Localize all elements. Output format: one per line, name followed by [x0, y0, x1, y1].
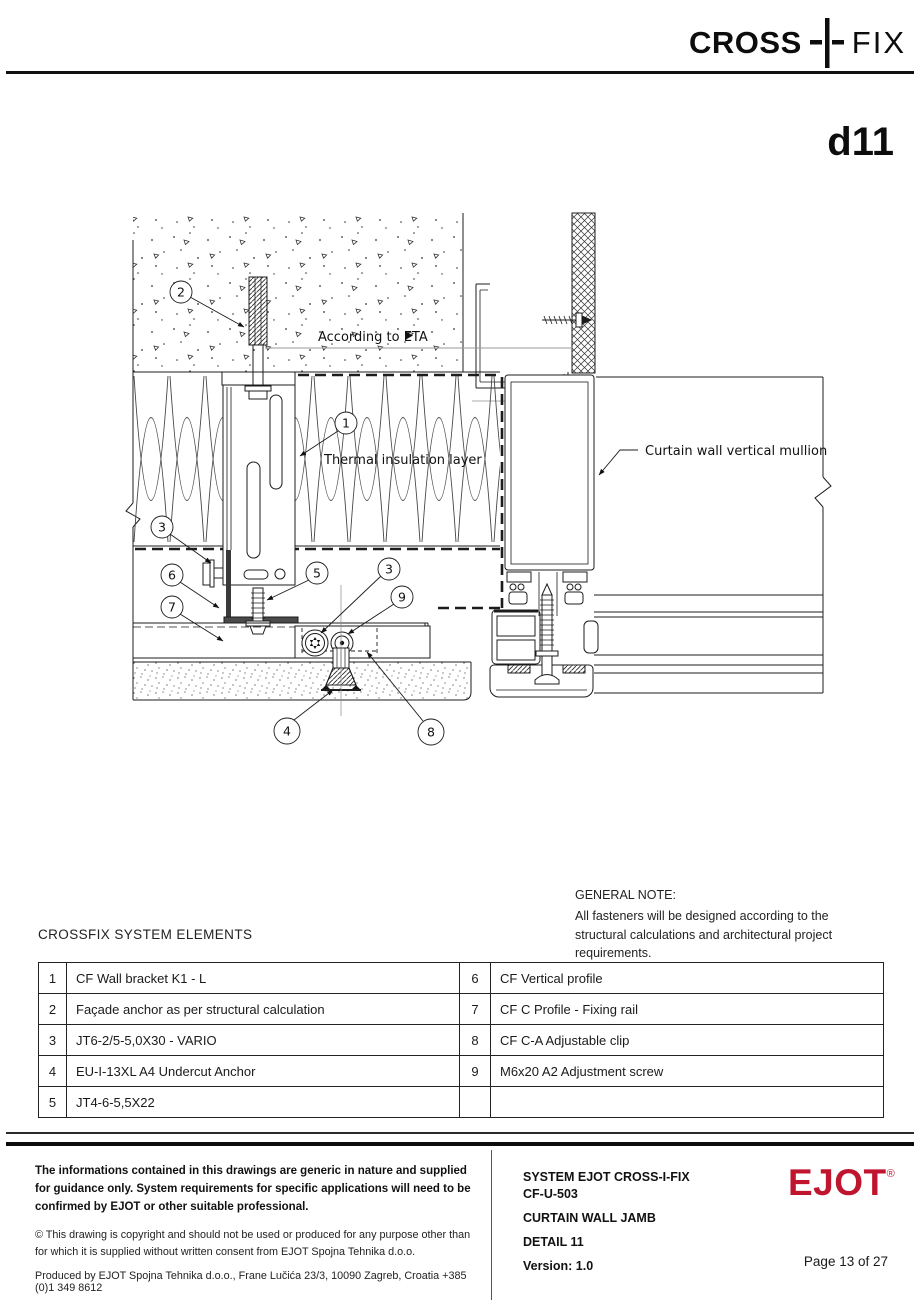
footer-thin-rule [6, 1132, 914, 1134]
system-name: SYSTEM EJOT CROSS-I-FIX [523, 1170, 690, 1184]
item-number: 8 [459, 1024, 491, 1056]
logo-cross-text: CROSS [689, 25, 802, 60]
copyright-text: © This drawing is copyright and should n… [35, 1229, 471, 1258]
callout-3a: 3 [158, 520, 166, 535]
mullion-screw [534, 572, 560, 685]
detail-code: d11 [827, 120, 894, 164]
table-row: 3 JT6-2/5-5,0X30 - VARIO 8 CF C-A Adjust… [38, 1024, 884, 1056]
table-row: 2 Façade anchor as per structural calcul… [38, 993, 884, 1025]
callout-6: 6 [168, 568, 176, 583]
callout-7: 7 [168, 600, 176, 615]
wall-bracket [221, 371, 299, 624]
table-row: 1 CF Wall bracket K1 - L 6 CF Vertical p… [38, 962, 884, 994]
stone-panel [132, 658, 472, 701]
callout-9: 9 [398, 590, 406, 605]
callout-2: 2 [177, 285, 185, 300]
callout-8: 8 [427, 725, 435, 740]
ejot-logo-text: EJOT [788, 1162, 887, 1203]
item-desc: JT4-6-5,5X22 [66, 1086, 460, 1118]
detail-name: DETAIL 11 [523, 1235, 584, 1249]
torx-screw-head [301, 629, 329, 657]
item-number: 5 [38, 1086, 67, 1118]
system-elements-table: 1 CF Wall bracket K1 - L 6 CF Vertical p… [38, 962, 884, 1118]
item-desc: JT6-2/5-5,0X30 - VARIO [66, 1024, 460, 1056]
seal-strip [571, 212, 596, 374]
mullion-gaskets [506, 571, 588, 605]
elements-table-title: CROSSFIX SYSTEM ELEMENTS [38, 927, 253, 942]
c-channel-profile [475, 283, 569, 389]
glass-spacer [583, 620, 599, 654]
adjustable-clip [294, 625, 431, 659]
general-note-body: All fasteners will be designed according… [575, 908, 833, 961]
item-desc: Façade anchor as per structural calculat… [66, 993, 460, 1025]
table-row: 5 JT4-6-5,5X22 [38, 1086, 884, 1118]
callout-4: 4 [283, 724, 291, 739]
project-name: CURTAIN WALL JAMB [523, 1211, 656, 1225]
hex-bolt [202, 559, 224, 588]
footer-divider [491, 1150, 492, 1300]
right-break-line [814, 377, 832, 693]
item-desc: CF Wall bracket K1 - L [66, 962, 460, 994]
item-desc: CF C Profile - Fixing rail [490, 993, 884, 1025]
item-desc: EU-I-13XL A4 Undercut Anchor [66, 1055, 460, 1087]
mullion-profile [489, 374, 595, 698]
membrane [135, 373, 504, 610]
item-desc [490, 1086, 884, 1118]
item-number: 3 [38, 1024, 67, 1056]
item-number: 6 [459, 962, 491, 994]
version-text: Version: 1.0 [523, 1259, 594, 1273]
glazing-lines [583, 376, 823, 694]
cross-fix-separator-icon [809, 18, 844, 68]
table-row: 4 EU-I-13XL A4 Undercut Anchor 9 M6x20 A… [38, 1055, 884, 1087]
registered-mark: ® [886, 1168, 896, 1180]
system-code: CF-U-503 [523, 1187, 578, 1201]
label-curtain-wall-mullion: Curtain wall vertical mullion [645, 444, 827, 459]
item-desc: CF Vertical profile [490, 962, 884, 994]
eta-arrow [405, 331, 413, 340]
item-desc: M6x20 A2 Adjustment screw [490, 1055, 884, 1087]
horizontal-screw [542, 312, 593, 328]
vertical-profile [226, 550, 231, 617]
item-number: 9 [459, 1055, 491, 1087]
footer-title-block: SYSTEM EJOT CROSS-I-FIX CF-U-503 CURTAIN… [523, 1170, 773, 1276]
header-rule [6, 71, 914, 74]
item-number [459, 1086, 491, 1118]
footer-thick-rule [6, 1142, 914, 1146]
callout-3b: 3 [385, 562, 393, 577]
mullion-leader [598, 449, 638, 476]
logo-fix-text: FIX [851, 25, 906, 60]
label-according-to-eta: According to ETA [318, 330, 428, 345]
facade-anchor [244, 276, 272, 400]
general-note-title: GENERAL NOTE: [575, 888, 676, 902]
label-thermal-insulation: Thermal insulation layer [323, 453, 482, 468]
page-number: Page 13 of 27 [803, 1254, 888, 1269]
callout-5: 5 [313, 566, 321, 581]
general-note: GENERAL NOTE: All fasteners will be desi… [575, 886, 883, 963]
footer-disclaimer: The informations contained in this drawi… [35, 1163, 483, 1294]
item-number: 7 [459, 993, 491, 1025]
item-number: 4 [38, 1055, 67, 1087]
disclaimer-text: The informations contained in this drawi… [35, 1165, 471, 1213]
callout-1: 1 [342, 416, 350, 431]
item-desc: CF C-A Adjustable clip [490, 1024, 884, 1056]
ejot-logo: EJOT® [788, 1162, 895, 1204]
item-number: 1 [38, 962, 67, 994]
thermal-insulation [133, 372, 500, 547]
cross-fix-logo: CROSS FIX [689, 18, 906, 68]
callouts [150, 280, 638, 746]
item-number: 2 [38, 993, 67, 1025]
produced-by-text: Produced by EJOT Spojna Tehnika d.o.o., … [35, 1269, 467, 1294]
clip-boxes [491, 609, 541, 665]
